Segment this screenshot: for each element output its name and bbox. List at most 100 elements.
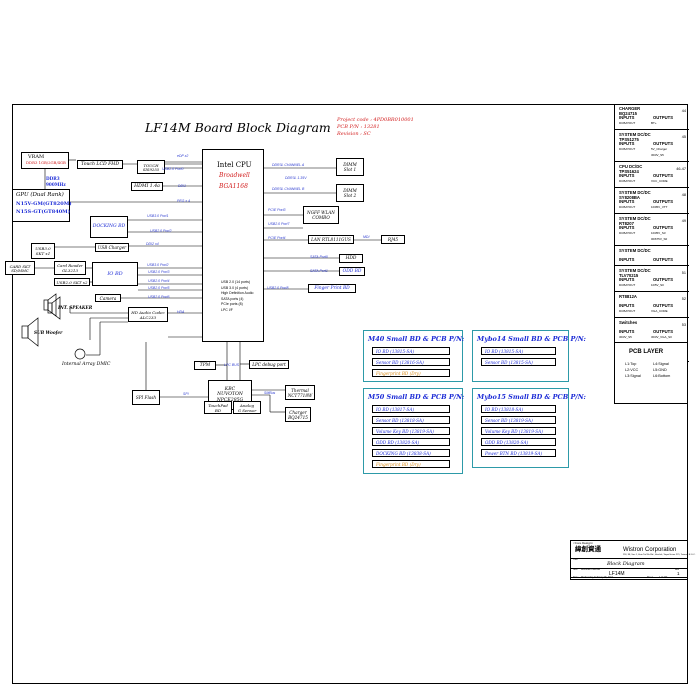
signal-label: eDP x2 <box>177 154 189 158</box>
pcb-panel: M50 Small BD & PCB P/N:IO BD (13817-SA)S… <box>363 388 465 474</box>
pcb-panel-row-text: ODD BD (13820-SA) <box>485 440 529 445</box>
tpm-label: TPM <box>199 362 211 368</box>
power-inputs-label: INPUTS <box>619 329 635 334</box>
pcb-panel: M40 Small BD & PCB P/N:IO BD (13815-SA)S… <box>363 330 464 382</box>
gpu-part-2: N15S-GT(GT840M) <box>16 209 71 215</box>
sub-woofer-label: SUB Woofer <box>34 330 63 335</box>
int-speaker-label: INT. SPEAKER <box>58 305 93 310</box>
power-section-page: 45 <box>681 135 686 139</box>
power-outputs-label: OUTPUTS <box>653 257 674 262</box>
card-reader-label: GL3213 <box>61 268 79 273</box>
tb-chinese-name: 緯創資通 <box>575 545 601 553</box>
power-section-page: 44 <box>681 109 686 113</box>
speaker-icon <box>21 325 29 339</box>
charger-label: Charger <box>289 409 307 415</box>
cpu-feature: SATA ports (4) <box>221 296 244 301</box>
tb-rev: 1 <box>677 571 680 576</box>
pcb-pn: PCB P/N : 13281 <box>337 124 380 130</box>
power-section-title: CHARGER <box>619 106 641 111</box>
cpu-feature: PCIe ports (8) <box>221 302 243 306</box>
tb-doc-no: LF14M <box>609 571 625 577</box>
touch-ctl-label: SIS9255 <box>142 167 160 172</box>
pcb-panel-row-text: DOCKING BD (13838-SA) <box>376 451 431 456</box>
pcb-panel-row-text: ODD BD (13820-SA) <box>376 440 420 445</box>
speaker-icon <box>51 296 61 320</box>
signal-label: HDA <box>177 310 185 314</box>
pcb-panel-row-text: Fingerprint BD (Dry) <box>376 371 421 376</box>
gpu-mem-type: DDR3 <box>46 176 60 181</box>
signal-label: USB2.0 Port2 <box>150 229 172 233</box>
signal-label: USB2.0 Port3 <box>148 270 170 274</box>
ngff-label: COMBO <box>312 215 330 220</box>
gsensor-label: G Sensor <box>237 407 257 413</box>
spi-flash-label: SPI Flash <box>135 395 157 401</box>
power-inputs-label: INPUTS <box>619 115 635 120</box>
docking-block: DOCKING BD <box>90 216 128 238</box>
power-outputs-label: OUTPUTS <box>653 277 674 282</box>
signal-label: PEG x 4 <box>177 199 191 203</box>
camera-block: Camera <box>95 294 121 302</box>
tb-title-label: Title <box>573 558 578 561</box>
tb-docno-label: Document Number <box>581 569 601 571</box>
pcb-layer-title: PCB LAYER <box>629 349 664 355</box>
lpc-dbg-block: LPC debug port <box>249 360 289 369</box>
card-reader-label: Card Reader <box>57 263 83 269</box>
pcb-panel-row-text: IO BD (13818-SA) <box>485 407 524 412</box>
lan-label: LAN RTL8111GUS <box>311 237 351 243</box>
power-outputs-label: OUTPUTS <box>653 199 674 204</box>
charger-label: BQ24715 <box>288 414 308 420</box>
tb-date-label: Date: <box>573 577 579 579</box>
int-dmic-label: Internal Array DMIC <box>62 362 111 367</box>
pcb-panel-title: Mybo15 Small BD & PCB P/N: <box>477 393 586 401</box>
fp-label: Finger Print BD <box>314 285 350 291</box>
power-outputs-label: OUTPUTS <box>653 303 674 308</box>
power-section-title: SYSTEM DC/DC <box>619 216 651 221</box>
hdmi-label: HDMI 1.4a <box>134 183 160 189</box>
signal-label: DDR3L CHANNEL B <box>272 187 305 191</box>
power-input: 3D3V_S5 <box>619 335 632 339</box>
power-section-part: SY8208BA <box>619 194 640 200</box>
dimm1-label: Slot 1 <box>343 167 357 172</box>
power-section-part: TPS51624 <box>619 168 639 174</box>
rj45-label: RJ45 <box>387 237 399 243</box>
tb-design: <Core Design> <box>573 541 594 545</box>
spi-flash-block: SPI Flash <box>132 390 160 405</box>
camera-label: Camera <box>99 295 117 301</box>
kbc-label: KBC <box>224 387 236 393</box>
usb3-1-label: USB3.0 <box>35 246 51 252</box>
power-input: DCBATOUT <box>619 283 636 287</box>
pcb-panel-row: ODD BD (13820-SA) <box>372 438 450 446</box>
pcb-panel-row-text: Sensor BD (13819-SA) <box>485 418 533 423</box>
pcb-layer: L3:Signal <box>625 374 641 378</box>
power-outputs-label: OUTPUTS <box>653 115 674 120</box>
signal-label: SATA Port0 <box>310 255 328 259</box>
hdd-label: HDD <box>345 255 357 261</box>
power-inputs-label: INPUTS <box>619 173 635 178</box>
usb-charger-label: USB Charger <box>97 245 127 251</box>
odd-label: ODD BD <box>342 268 362 274</box>
docking-label: DOCKING BD <box>92 224 126 230</box>
pcb-panel-row-text: Volume Key BD (13819-SA) <box>376 429 434 434</box>
pcb-panel-row: Fingerprint BD (Dry) <box>372 460 450 468</box>
lpc-dbg-label: LPC debug port <box>252 362 286 368</box>
power-inputs-label: INPUTS <box>619 199 635 204</box>
cpu-package: BGA1168 <box>219 183 248 190</box>
power-input: DCBATOUT <box>619 179 636 183</box>
pcb-panel-title: M50 Small BD & PCB P/N: <box>368 393 465 401</box>
power-output: 5V_Charger <box>651 147 668 151</box>
gpu-part-1: N15V-GM(GT820M) <box>16 201 72 207</box>
microphone-icon <box>74 348 86 360</box>
pcb-layer: L5:GND <box>653 368 667 372</box>
signal-label: DDI2 x4 <box>146 242 159 246</box>
power-outputs-label: OUTPUTS <box>653 329 674 334</box>
tb-sheet: 1 of 103 <box>659 577 668 579</box>
speaker-icon <box>43 299 49 311</box>
